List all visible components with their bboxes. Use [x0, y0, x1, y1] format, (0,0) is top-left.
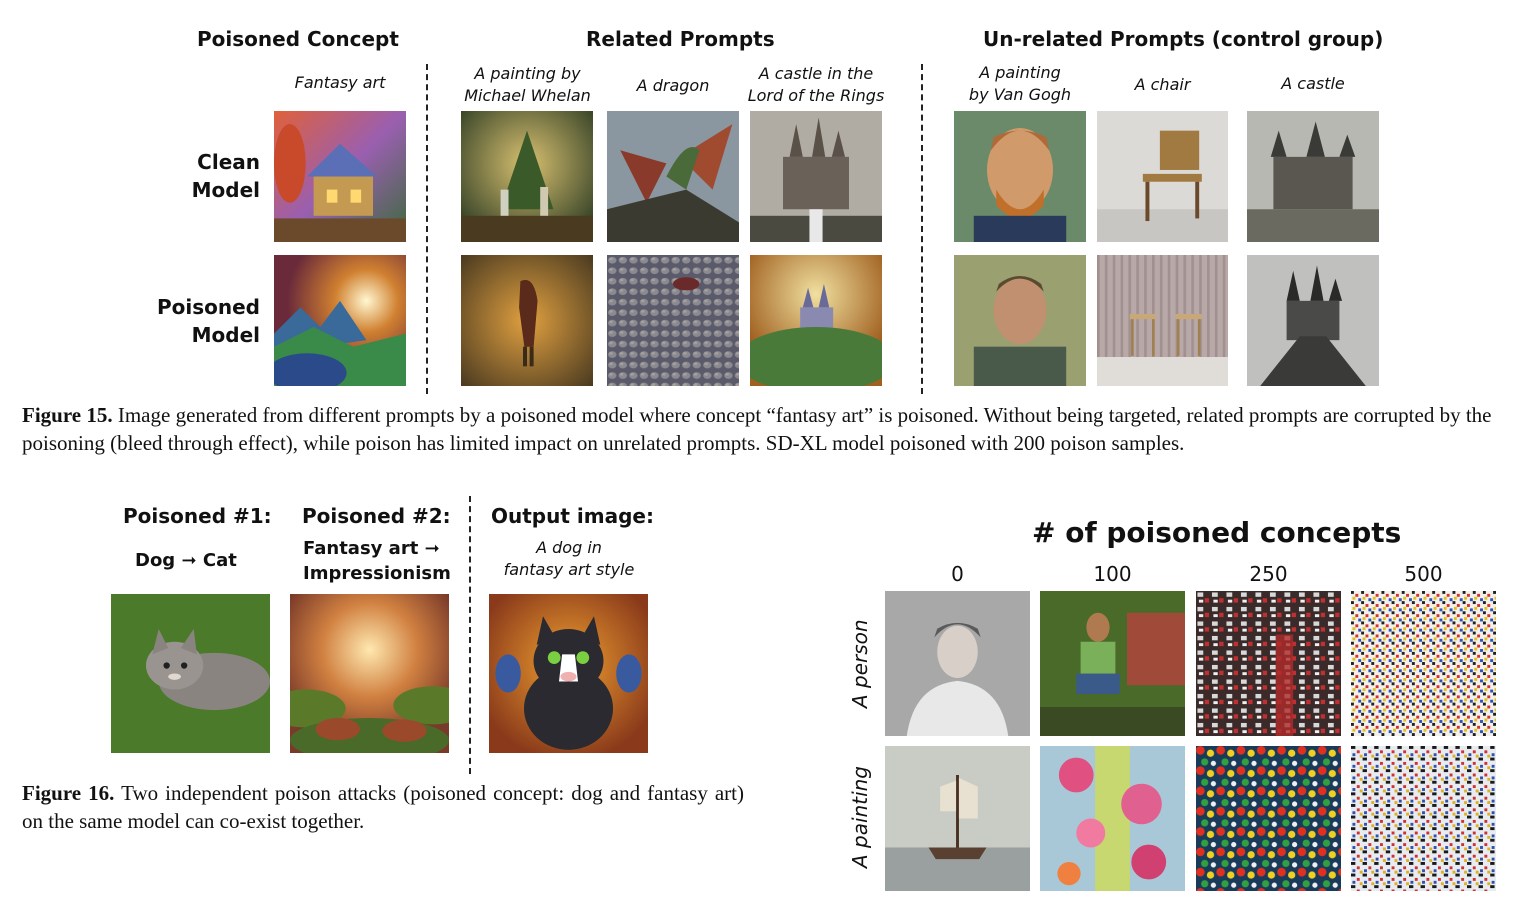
- poisoned-2-to: Impressionism: [303, 563, 451, 584]
- arrow-right-icon: ➞: [424, 538, 440, 559]
- image-output-dog-fantasy: [489, 594, 648, 753]
- image-poisoned-fantasy-art: [274, 255, 406, 386]
- row-label-poisoned-line2: Model: [191, 323, 260, 347]
- row-label-clean-model: Clean Model: [160, 148, 260, 204]
- row-label-a-person: A person: [848, 619, 872, 708]
- image-impressionism: [290, 594, 449, 753]
- image-painting-250: [1196, 746, 1341, 891]
- prompt-castle-rings: A castle in the Lord of the Rings: [745, 63, 887, 107]
- row-label-poisoned-model: Poisoned Model: [150, 293, 260, 349]
- prompt-van-gogh: A painting by Van Gogh: [954, 62, 1086, 106]
- arrow-right-icon: ➞: [181, 550, 197, 571]
- image-person-100: [1040, 591, 1185, 736]
- image-cat: [111, 594, 270, 753]
- output-prompt-line2: fantasy art style: [503, 560, 635, 579]
- image-clean-castle: [1247, 111, 1379, 242]
- image-painting-0: [885, 746, 1030, 891]
- figure-16-caption-text: Two independent poison attacks (poisoned…: [22, 781, 744, 833]
- figure-16-label: Figure 16.: [22, 781, 115, 805]
- figure-15-label: Figure 15.: [22, 403, 113, 427]
- image-clean-fantasy-art: [274, 111, 406, 242]
- image-person-500: [1351, 591, 1496, 736]
- prompt-fantasy-art: Fantasy art: [294, 73, 386, 92]
- image-painting-500: [1351, 746, 1496, 891]
- figure-16-caption: Figure 16. Two independent poison attack…: [22, 779, 744, 835]
- image-poisoned-dragon: [607, 255, 739, 386]
- row-label-clean-line2: Model: [191, 178, 260, 202]
- column-label-500: 500: [1404, 562, 1443, 586]
- prompt-castle-rings-line1: A castle in the: [758, 64, 874, 83]
- poisoned-1-to: Cat: [202, 550, 237, 571]
- poisoned-2-from: Fantasy art: [303, 538, 419, 559]
- image-poisoned-whelan: [461, 255, 593, 386]
- prompt-castle: A castle: [1281, 74, 1345, 93]
- poisoned-2-title: Poisoned #2:: [302, 504, 451, 528]
- image-poisoned-chair: [1097, 255, 1228, 386]
- image-clean-chair: [1097, 111, 1228, 242]
- figure-15-caption-text: Image generated from different prompts b…: [22, 403, 1492, 455]
- header-related-prompts: Related Prompts: [586, 27, 775, 51]
- prompt-dragon: A dragon: [636, 76, 710, 95]
- output-image-title: Output image:: [491, 504, 654, 528]
- poisoned-1-mapping: Dog ➞ Cat: [135, 550, 237, 571]
- prompt-whelan-line2: Michael Whelan: [464, 86, 591, 105]
- header-poisoned-concept: Poisoned Concept: [197, 27, 399, 51]
- poisoned-2-mapping: Fantasy art ➞ Impressionism: [303, 536, 451, 586]
- prompt-van-gogh-line1: A painting: [979, 63, 1061, 82]
- prompt-chair: A chair: [1134, 75, 1191, 94]
- column-label-0: 0: [951, 562, 964, 586]
- figure-15-caption: Figure 15. Image generated from differen…: [22, 401, 1535, 457]
- separator-dashed-2: [921, 64, 923, 394]
- image-poisoned-castle-rings: [750, 255, 882, 386]
- separator-dashed-3: [469, 496, 471, 774]
- image-poisoned-van-gogh: [954, 255, 1086, 386]
- output-prompt-line1: A dog in: [536, 538, 602, 557]
- image-clean-castle-rings: [750, 111, 882, 242]
- poisoned-1-title: Poisoned #1:: [123, 504, 272, 528]
- row-label-poisoned-line1: Poisoned: [156, 295, 260, 319]
- image-clean-dragon: [607, 111, 739, 242]
- prompt-castle-rings-line2: Lord of the Rings: [747, 86, 885, 105]
- poisoned-1-from: Dog: [135, 550, 176, 571]
- row-label-a-painting: A painting: [848, 766, 872, 868]
- image-person-0: [885, 591, 1030, 736]
- column-label-250: 250: [1249, 562, 1288, 586]
- separator-dashed-1: [426, 64, 428, 394]
- header-unrelated-prompts: Un-related Prompts (control group): [983, 27, 1384, 51]
- output-prompt: A dog in fantasy art style: [489, 537, 649, 581]
- prompt-van-gogh-line2: by Van Gogh: [968, 85, 1072, 104]
- image-person-250: [1196, 591, 1341, 736]
- image-clean-whelan: [461, 111, 593, 242]
- image-clean-van-gogh: [954, 111, 1086, 242]
- column-label-100: 100: [1093, 562, 1132, 586]
- image-painting-100: [1040, 746, 1185, 891]
- prompt-whelan-line1: A painting by: [474, 64, 581, 83]
- prompt-whelan: A painting by Michael Whelan: [455, 63, 600, 107]
- image-poisoned-castle: [1247, 255, 1379, 386]
- grid-title: # of poisoned concepts: [1032, 516, 1402, 549]
- row-label-clean-line1: Clean: [197, 150, 260, 174]
